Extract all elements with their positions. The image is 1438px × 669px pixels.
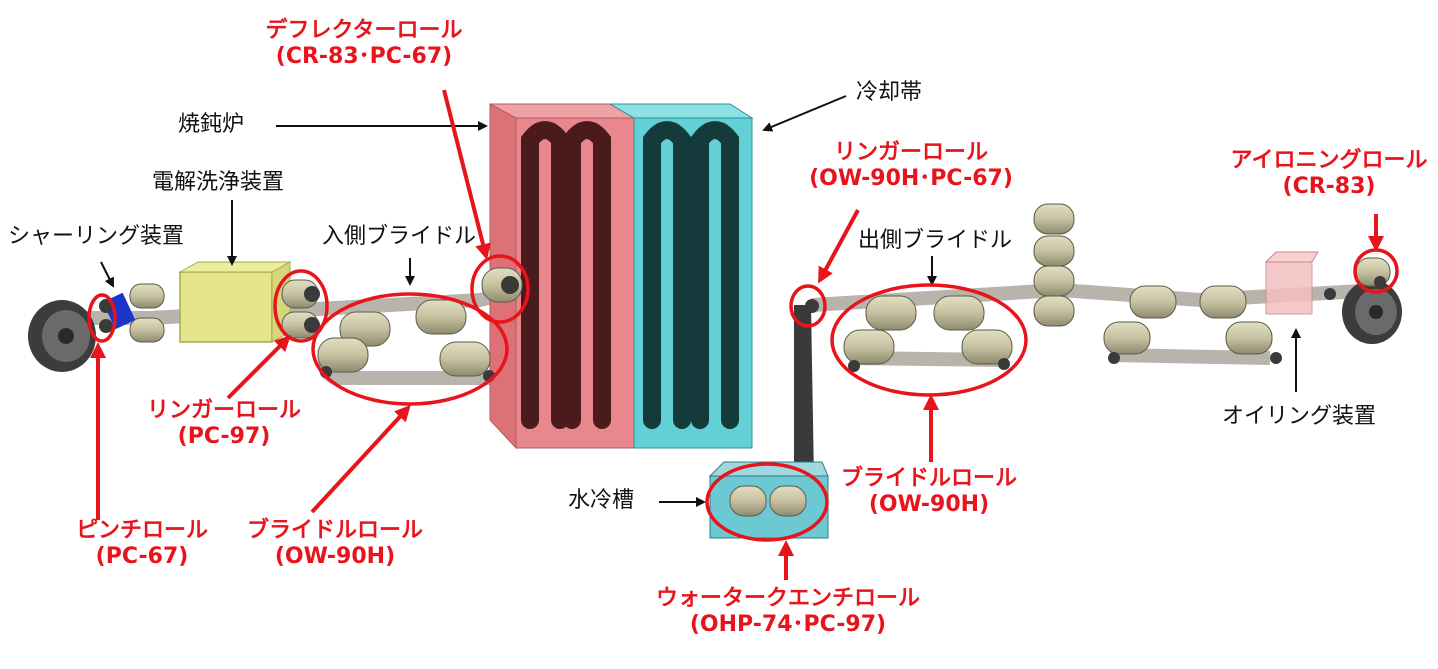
callout-bridle-exit-spec: (OW-90H) [826, 492, 1032, 518]
strip-vertical [800, 305, 808, 480]
callout-pinch: ピンチロール (PC-67) [60, 518, 224, 571]
callout-wringer-entry-spec: (PC-97) [140, 424, 308, 450]
label-exit-bridle: 出側ブライドル [858, 228, 1012, 254]
uncoiler [28, 300, 96, 372]
callout-quench-spec: (OHP-74･PC-97) [640, 612, 936, 638]
callout-deflector-spec: (CR-83･PC-67) [250, 44, 478, 70]
callout-bridle-exit-name: ブライドルロール [826, 466, 1032, 492]
callout-wringer-entry-name: リンガーロール [140, 398, 308, 424]
label-oiling: オイリング装置 [1222, 404, 1376, 430]
label-entry-bridle: 入側ブライドル [322, 224, 476, 250]
callout-wringer-exit-spec: (OW-90H･PC-67) [776, 166, 1046, 192]
label-shearing: シャーリング装置 [8, 224, 184, 250]
callout-bridle-entry-name: ブライドルロール [238, 518, 432, 544]
callout-ironing-name: アイロニングロール [1224, 148, 1434, 174]
callout-wringer-entry: リンガーロール (PC-97) [140, 398, 308, 451]
callout-bridle-entry-spec: (OW-90H) [238, 544, 432, 570]
callout-deflector: デフレクターロール (CR-83･PC-67) [250, 18, 478, 71]
recoiler [1342, 280, 1402, 344]
callout-bridle-entry: ブライドルロール (OW-90H) [238, 518, 432, 571]
callout-quench-name: ウォータークエンチロール [640, 586, 936, 612]
callout-ironing-spec: (CR-83) [1224, 174, 1434, 200]
callout-wringer-exit: リンガーロール (OW-90H･PC-67) [776, 140, 1046, 193]
label-electrolytic-cleaning: 電解洗浄装置 [152, 170, 284, 196]
label-cooling-zone: 冷却帯 [856, 80, 922, 106]
callout-bridle-exit: ブライドルロール (OW-90H) [826, 466, 1032, 519]
callout-pinch-name: ピンチロール [60, 518, 224, 544]
oiling-unit [1266, 252, 1318, 314]
callout-wringer-exit-name: リンガーロール [776, 140, 1046, 166]
callout-quench: ウォータークエンチロール (OHP-74･PC-97) [640, 586, 936, 639]
callout-ironing: アイロニングロール (CR-83) [1224, 148, 1434, 201]
label-annealing-furnace: 焼鈍炉 [178, 112, 244, 138]
label-water-tank: 水冷槽 [568, 488, 634, 514]
callout-pinch-spec: (PC-67) [60, 544, 224, 570]
callout-deflector-name: デフレクターロール [250, 18, 478, 44]
